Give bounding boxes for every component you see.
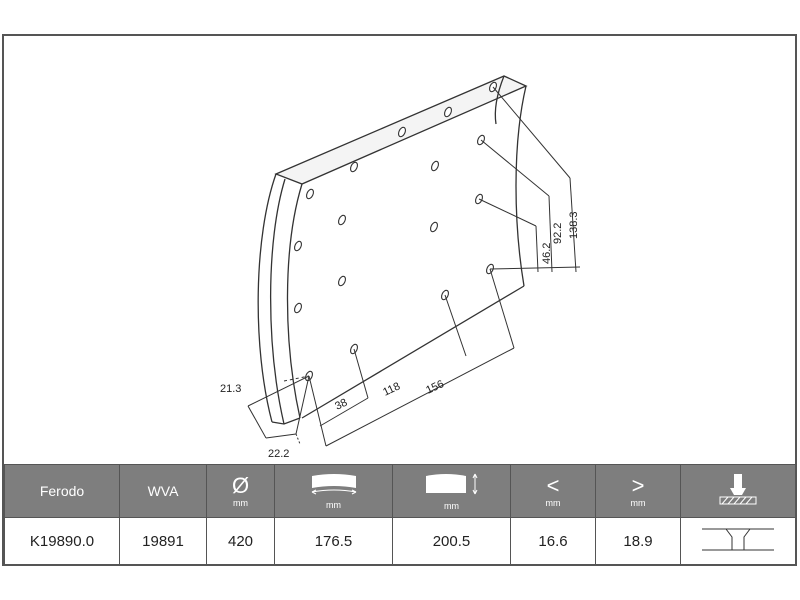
dim-label-22-2: 22.2 (268, 448, 289, 460)
dim-label-21-3: 21.3 (220, 383, 241, 395)
unit-label: mm (326, 500, 341, 510)
value-rivet-profile (680, 517, 796, 565)
dim-label-46-2: 46.2 (541, 243, 553, 264)
header-brand: Ferodo (4, 464, 120, 518)
spec-header-row: Ferodo WVA Ø mm mm mm (4, 464, 796, 518)
unit-label: mm (630, 497, 646, 508)
value-length: 200.5 (392, 517, 511, 565)
dim-label-138-3: 138.3 (568, 211, 580, 239)
value-width: 176.5 (274, 517, 393, 565)
less-than-symbol: < (546, 472, 560, 498)
rivet-holes (294, 81, 497, 382)
lining-width-icon (311, 474, 356, 495)
value-thickness-min: 16.6 (510, 517, 596, 565)
rivet-tool-icon (719, 473, 757, 504)
brake-lining-drawing: 21.3 22.2 38 118 156 46.2 92.2 138.3 (220, 75, 581, 460)
header-wva: WVA (119, 464, 207, 518)
diameter-symbol: Ø (231, 472, 250, 498)
rivet-profile-icon (702, 528, 774, 551)
spec-value-row: K19890.0 19891 420 176.5 200.5 16.6 18.9 (4, 517, 796, 565)
dim-label-118: 118 (381, 380, 402, 398)
value-brand-ref: K19890.0 (4, 517, 120, 565)
spec-table: Ferodo WVA Ø mm mm mm (4, 464, 796, 565)
dim-label-156: 156 (424, 378, 446, 397)
greater-than-symbol: > (631, 472, 645, 498)
unit-label: mm (233, 497, 248, 508)
unit-label: mm (444, 501, 459, 511)
lining-length-icon (425, 473, 477, 495)
header-thickness-min: < mm (510, 464, 596, 518)
value-diameter: 420 (206, 517, 275, 565)
header-diameter: Ø mm (206, 464, 275, 518)
dim-label-92-2: 92.2 (552, 223, 564, 244)
diagram-frame: 21.3 22.2 38 118 156 46.2 92.2 138.3 Fer… (2, 34, 797, 566)
dim-label-38: 38 (333, 397, 349, 413)
unit-label: mm (545, 497, 561, 508)
header-thickness-max: > mm (595, 464, 681, 518)
value-thickness-max: 18.9 (595, 517, 681, 565)
header-width: mm (274, 464, 393, 518)
header-length: mm (392, 464, 511, 518)
dimension-lines (247, 86, 581, 447)
header-rivet (680, 464, 796, 518)
value-wva: 19891 (119, 517, 207, 565)
